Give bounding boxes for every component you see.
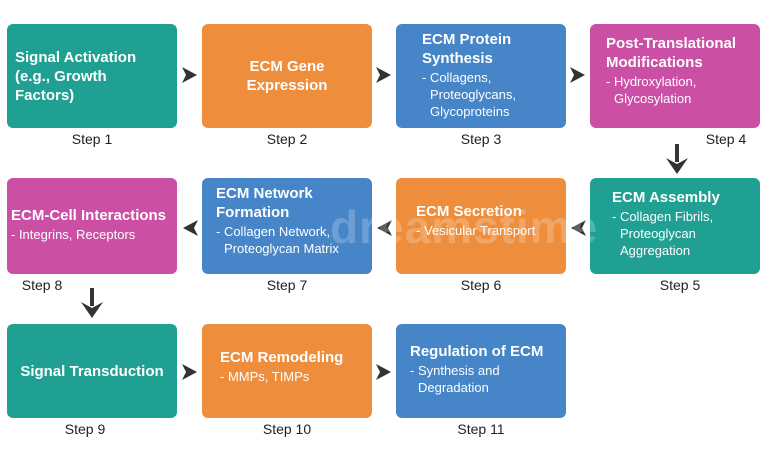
step-6-label: Step 6 <box>460 277 502 293</box>
step-10-title: ECM Remodeling <box>220 348 364 367</box>
step-5-label: Step 5 <box>659 277 701 293</box>
step-6-title-line-1: ECM Secretion <box>416 203 522 220</box>
step-9-title-line-1: Signal Transduction <box>20 362 164 380</box>
step-9-title: Signal Transduction <box>20 362 163 381</box>
step-8-title-line-1: ECM-Cell Interactions <box>11 207 167 224</box>
step-5-title-line-1: ECM Assembly <box>612 189 720 206</box>
step-11-detail-1: - Synthesis and <box>410 363 500 378</box>
step-3-title: ECM Protein Synthesis <box>422 30 558 68</box>
step-2-box: ECM Gene Expression <box>202 24 372 128</box>
step-8-label: Step 8 <box>21 277 63 293</box>
step-5-detail-3: Aggregation <box>620 243 691 258</box>
step-3-title-line-2: Synthesis <box>422 50 493 67</box>
step-7-details: - Collagen Network, Proteoglycan Matrix <box>216 223 364 257</box>
step-4-title-line-1: Post-Translational <box>606 35 737 52</box>
step-7-title-line-1: ECM Network <box>216 185 313 202</box>
step-11-label: Step 11 <box>457 421 505 437</box>
step-5-title: ECM Assembly <box>612 188 752 207</box>
right-arrow-icon <box>376 364 391 380</box>
step-4-title-line-2: Modifications <box>606 54 703 71</box>
step-7-detail-2: Proteoglycan Matrix <box>224 241 339 256</box>
step-4-box: Post-Translational Modifications - Hydro… <box>590 24 760 128</box>
step-10-label: Step 10 <box>262 421 312 437</box>
step-5-detail-2: Proteoglycan <box>620 226 696 241</box>
right-arrow-icon <box>376 67 391 83</box>
step-5-box: ECM Assembly - Collagen Fibrils, Proteog… <box>590 178 760 274</box>
step-8-details: - Integrins, Receptors <box>11 226 169 243</box>
step-10-box: ECM Remodeling - MMPs, TIMPs <box>202 324 372 418</box>
step-1-title: Signal Activation (e.g., Growth Factors) <box>15 48 169 105</box>
step-11-title-line-1: Regulation of ECM <box>410 343 544 360</box>
step-6-detail-1: - Vesicular Transport <box>416 223 536 238</box>
left-arrow-icon <box>183 220 198 236</box>
step-3-label: Step 3 <box>460 131 502 147</box>
step-2-title: ECM Gene Expression <box>247 57 328 95</box>
step-2-title-line-1: ECM Gene <box>249 58 325 75</box>
step-1-label: Step 1 <box>71 131 113 147</box>
step-9-label: Step 9 <box>64 421 106 437</box>
step-1-title-line-1: Signal Activation <box>15 48 137 66</box>
down-arrow-icon <box>81 288 103 318</box>
left-arrow-icon <box>377 220 392 236</box>
step-8-title: ECM-Cell Interactions <box>11 206 169 225</box>
step-7-title: ECM Network Formation <box>216 184 364 222</box>
step-7-title-line-2: Formation <box>216 204 290 221</box>
step-10-detail-1: - MMPs, TIMPs <box>220 369 310 384</box>
step-11-details: - Synthesis and Degradation <box>410 362 558 396</box>
step-6-title: ECM Secretion <box>416 202 558 221</box>
step-3-title-line-1: ECM Protein <box>422 31 512 48</box>
step-1-box: Signal Activation (e.g., Growth Factors) <box>7 24 177 128</box>
step-4-detail-1: - Hydroxylation, <box>606 74 697 89</box>
step-8-box: ECM-Cell Interactions - Integrins, Recep… <box>7 178 177 274</box>
step-11-box: Regulation of ECM - Synthesis and Degrad… <box>396 324 566 418</box>
step-2-title-line-2: Expression <box>246 77 328 94</box>
step-6-box: ECM Secretion - Vesicular Transport <box>396 178 566 274</box>
step-2-label: Step 2 <box>266 131 308 147</box>
left-arrow-icon <box>571 220 586 236</box>
step-9-box: Signal Transduction <box>7 324 177 418</box>
step-4-details: - Hydroxylation, Glycosylation <box>606 73 752 107</box>
step-5-detail-1: - Collagen Fibrils, <box>612 209 714 224</box>
step-4-label: Step 4 <box>705 131 747 147</box>
step-3-detail-1: - Collagens, <box>422 70 492 85</box>
step-3-box: ECM Protein Synthesis - Collagens, Prote… <box>396 24 566 128</box>
step-5-details: - Collagen Fibrils, Proteoglycan Aggrega… <box>612 208 752 259</box>
step-4-detail-2: Glycosylation <box>614 91 692 106</box>
step-8-detail-1: - Integrins, Receptors <box>11 227 136 242</box>
step-10-details: - MMPs, TIMPs <box>220 368 364 385</box>
step-7-detail-1: - Collagen Network, <box>216 224 331 239</box>
down-arrow-icon <box>666 144 688 174</box>
step-7-box: ECM Network Formation - Collagen Network… <box>202 178 372 274</box>
step-3-detail-3: Glycoproteins <box>430 104 510 119</box>
step-4-title: Post-Translational Modifications <box>606 34 752 72</box>
step-11-detail-2: Degradation <box>418 380 489 395</box>
step-11-title: Regulation of ECM <box>410 342 558 361</box>
step-1-title-line-2: (e.g., Growth Factors) <box>15 67 107 104</box>
right-arrow-icon <box>182 67 197 83</box>
step-3-details: - Collagens, Proteoglycans, Glycoprotein… <box>422 69 558 120</box>
step-6-details: - Vesicular Transport <box>416 222 558 239</box>
step-7-label: Step 7 <box>266 277 308 293</box>
right-arrow-icon <box>182 364 197 380</box>
step-10-title-line-1: ECM Remodeling <box>220 349 344 366</box>
right-arrow-icon <box>570 67 585 83</box>
step-3-detail-2: Proteoglycans, <box>430 87 516 102</box>
